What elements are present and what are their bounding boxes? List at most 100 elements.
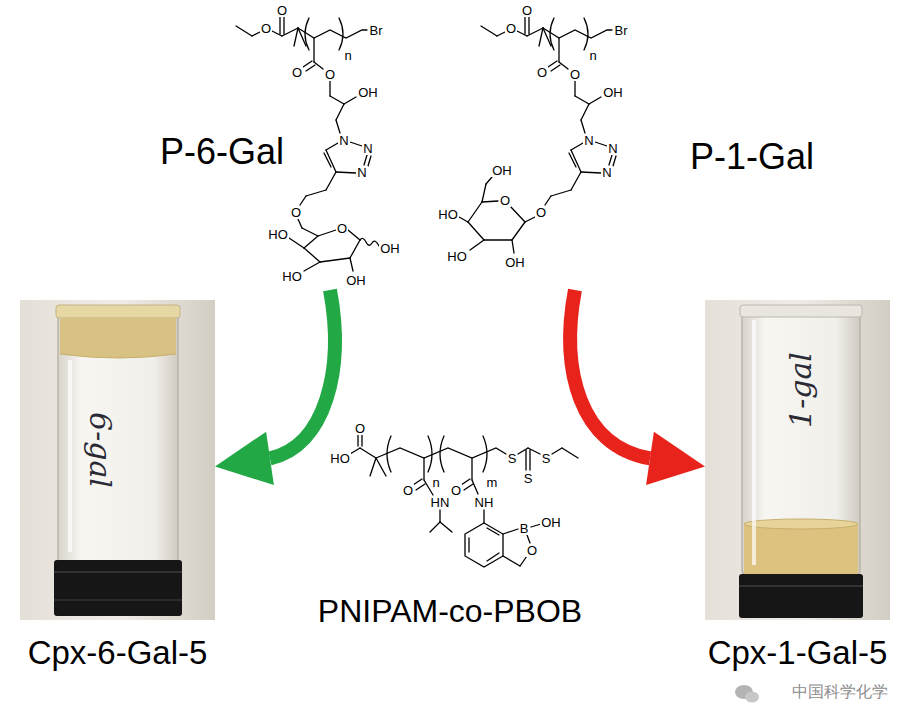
pnipam-structure <box>357 435 358 446</box>
p1gal-structure <box>581 172 601 173</box>
p1gal-structure <box>468 222 484 240</box>
p6gal-structure <box>339 18 343 50</box>
pnipam-structure <box>487 553 499 561</box>
atom-label: O <box>276 4 288 17</box>
pnipam-structure <box>472 480 478 494</box>
pnipam-structure <box>552 448 562 454</box>
atom-label: O <box>291 66 303 79</box>
p1gal-structure <box>527 28 543 36</box>
p1gal-structure <box>575 96 589 104</box>
p6gal-structure <box>368 156 371 166</box>
pnipam-structure <box>528 448 540 454</box>
pnipam-structure <box>416 484 425 490</box>
p6gal-structure <box>298 219 302 228</box>
p6gal-structure <box>330 96 344 104</box>
atom-label: OH <box>540 516 562 529</box>
sample-caption: Cpx-1-Gal-5 <box>708 635 888 671</box>
pnipam-structure <box>468 538 469 552</box>
p1gal-structure <box>550 18 554 50</box>
p6gal-structure <box>329 81 330 96</box>
atom-label: OH <box>602 86 624 99</box>
atom-label: O <box>535 206 547 219</box>
pnipam-structure <box>350 448 360 454</box>
p6gal-structure <box>304 236 318 248</box>
p1gal-structure <box>569 153 576 167</box>
pnipam-structure <box>428 436 432 472</box>
p1gal-structure <box>589 97 601 104</box>
vial-photo-solution <box>752 320 756 565</box>
atom-label: OH <box>491 164 513 177</box>
atom-label: O <box>499 194 511 207</box>
p1gal-structure <box>481 26 497 36</box>
atom-label: O <box>569 68 581 81</box>
vial-label: 1-gal <box>784 352 817 428</box>
arrow-head <box>215 432 274 485</box>
vial-photo-solution <box>740 305 862 317</box>
pnipam-structure <box>483 436 487 472</box>
vial-photo-gel <box>68 360 72 552</box>
p1gal-structure <box>528 17 529 34</box>
arrow-head <box>646 432 705 485</box>
vial-photo: 1-galCpx-1-Gal-5 <box>705 300 890 620</box>
p1gal-structure <box>581 120 585 133</box>
atom-label: Br <box>369 24 384 37</box>
atom-label: S <box>507 452 518 465</box>
pnipam-structure <box>525 450 526 470</box>
pnipam-structure <box>439 510 440 522</box>
vial-photo-gel <box>20 300 215 620</box>
compound-name: PNIPAM-co-PBOB <box>318 594 582 629</box>
pnipam-structure <box>529 450 530 470</box>
atom-label: n <box>588 49 597 62</box>
p1gal-structure <box>482 201 498 202</box>
p6gal-structure <box>350 142 362 146</box>
p6gal-structure <box>314 62 323 69</box>
p6gal-structure <box>336 172 356 173</box>
p6gal-structure <box>350 240 360 258</box>
atom-label: O <box>526 544 538 557</box>
pnipam-structure <box>350 435 578 567</box>
curved-arrow <box>570 290 705 485</box>
p6gal-structure <box>236 26 252 36</box>
atom-label: Br <box>614 24 629 37</box>
atom-label: n <box>343 49 352 62</box>
p1gal-structure <box>470 240 484 250</box>
p1gal-structure <box>571 172 581 190</box>
p1gal-structure <box>613 156 616 166</box>
p6gal-structure <box>304 248 320 262</box>
vial-photo-solution <box>744 524 858 574</box>
p6gal-structure <box>283 17 284 34</box>
watermark-icon <box>745 692 759 703</box>
atom-label: N <box>356 166 367 179</box>
p6gal-structure <box>336 120 340 133</box>
p6gal-structure <box>289 238 304 248</box>
p6gal-structure <box>320 258 350 262</box>
vial-photo-solution <box>739 574 863 618</box>
p1gal-structure <box>571 143 583 150</box>
vial-photo-gel <box>54 599 182 601</box>
vial-photo-solution <box>744 519 858 529</box>
p6gal-structure <box>302 228 318 236</box>
p1gal-structure <box>558 38 559 62</box>
p1gal-structure <box>584 18 588 50</box>
atom-label: HO <box>281 270 303 283</box>
sample-caption: Cpx-6-Gal-5 <box>28 635 208 671</box>
atom-label: B <box>519 522 530 535</box>
vial-label: 6-gal <box>84 412 117 488</box>
atom-label: NH <box>474 496 495 509</box>
watermark-icon <box>735 685 759 703</box>
vial-photo-solution <box>742 308 860 576</box>
p1gal-structure <box>459 217 468 222</box>
p1gal-structure <box>545 196 551 205</box>
p6gal-structure <box>279 17 280 34</box>
vial-photo-solution <box>705 300 890 620</box>
p6gal-structure <box>252 32 260 36</box>
p1gal-structure <box>595 142 607 146</box>
p1gal-structure <box>581 104 589 120</box>
atom-label: O <box>505 22 517 35</box>
p6gal-structure <box>324 153 331 167</box>
p1gal-structure <box>512 222 525 240</box>
polymer-structure: P-6-Gal <box>150 0 450 290</box>
pnipam-structure <box>520 556 527 566</box>
